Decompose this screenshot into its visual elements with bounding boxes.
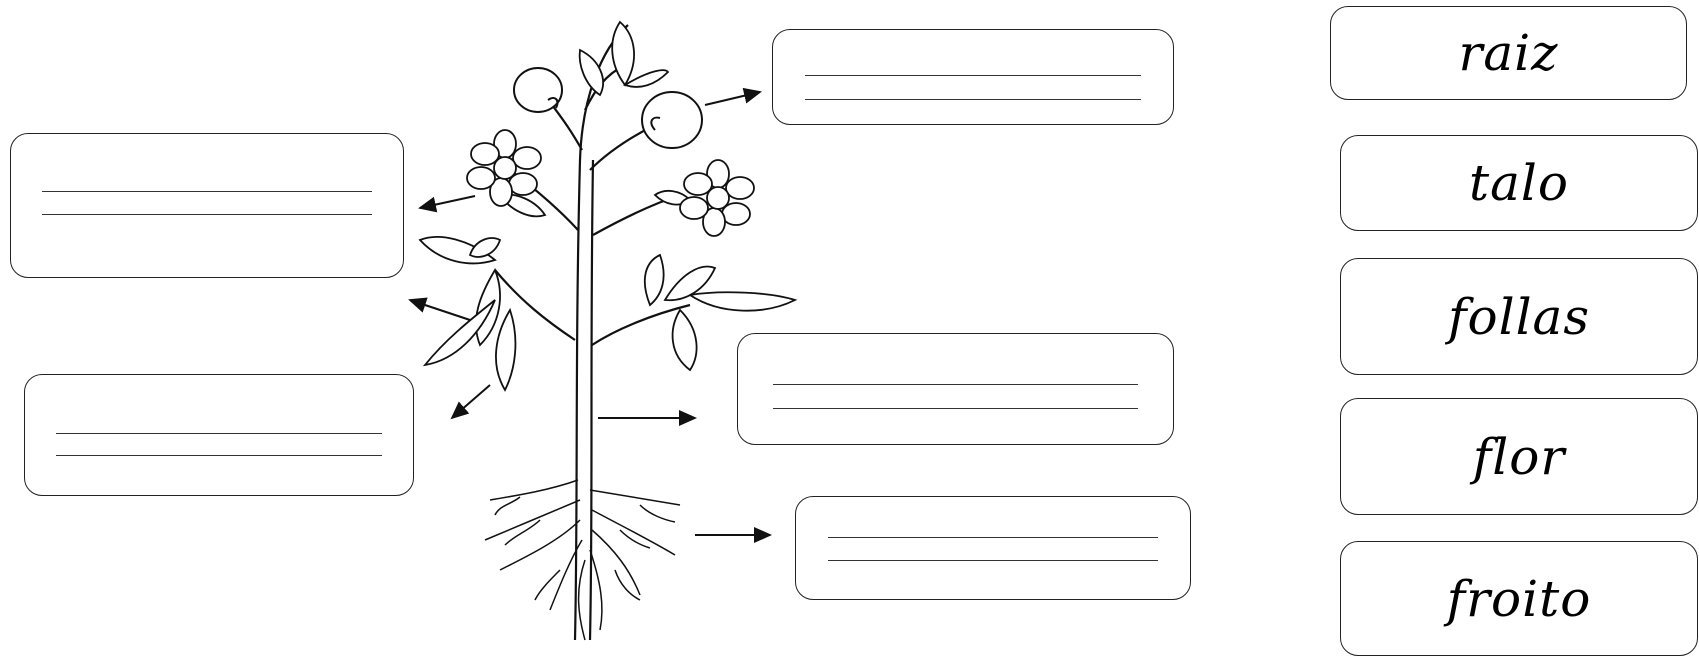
word-card-follas[interactable]: follas [1340, 258, 1698, 375]
answer-box-fruit[interactable] [772, 29, 1174, 125]
word-label: flor [1473, 428, 1566, 486]
word-card-raiz[interactable]: raiz [1330, 6, 1687, 100]
plant-flowers [467, 130, 754, 236]
plant-roots [485, 480, 680, 640]
answer-line [773, 408, 1138, 409]
answer-line [56, 455, 382, 456]
word-card-froito[interactable]: froito [1340, 541, 1698, 656]
word-card-talo[interactable]: talo [1340, 135, 1698, 231]
answer-line [42, 191, 371, 192]
pointer-arrows [410, 92, 770, 535]
answer-line [42, 214, 371, 215]
word-label: froito [1447, 570, 1592, 628]
answer-line [828, 537, 1159, 538]
answer-line [773, 384, 1138, 385]
answer-line [805, 75, 1141, 76]
plant-fruits [514, 68, 702, 148]
answer-line [56, 433, 382, 434]
answer-line [828, 560, 1159, 561]
word-label: follas [1448, 288, 1590, 346]
answer-box-flower[interactable] [10, 133, 404, 278]
answer-line [805, 99, 1141, 100]
word-label: talo [1469, 154, 1569, 212]
word-label: raiz [1458, 24, 1558, 82]
answer-box-root[interactable] [795, 496, 1191, 600]
answer-box-stem[interactable] [737, 333, 1174, 445]
answer-box-leaves[interactable] [24, 374, 414, 496]
word-card-flor[interactable]: flor [1340, 398, 1698, 515]
